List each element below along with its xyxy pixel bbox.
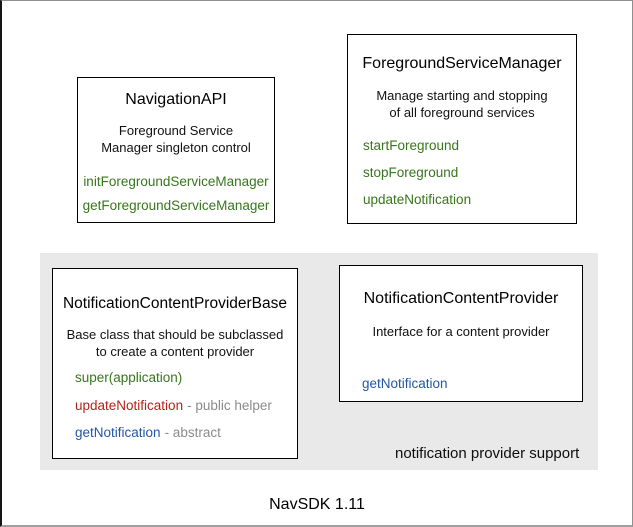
description-line: Interface for a content provider — [372, 324, 550, 339]
class-box-notificationcontentprovider: NotificationContentProvider Interface fo… — [339, 265, 583, 402]
class-description: Foreground Service Manager singleton con… — [78, 122, 274, 156]
class-box-foregroundservicemanager: ForegroundServiceManager Manage starting… — [347, 34, 577, 224]
method-annotation: - public helper — [187, 397, 272, 413]
class-box-navigationapi: NavigationAPI Foreground Service Manager… — [77, 77, 275, 223]
method-name: startForeground — [363, 138, 460, 153]
method-annotation: - abstract — [164, 425, 221, 440]
class-description: Interface for a content provider — [340, 323, 582, 340]
method-updatenotification: updateNotification — [363, 193, 576, 207]
method-name: initForegroundServiceManager — [83, 174, 269, 189]
method-super-application: super(application) — [75, 371, 297, 385]
method-getnotification: getNotification- abstract — [75, 426, 297, 440]
method-name: updateNotification — [363, 192, 472, 207]
description-line: Base class that should be subclassed — [66, 327, 284, 342]
class-description: Base class that should be subclassed to … — [53, 326, 297, 360]
method-stopforeground: stopForeground — [363, 166, 576, 180]
method-name: updateNotification — [75, 397, 184, 413]
method-list: super(application) updateNotification- p… — [53, 371, 297, 440]
description-line: Manage starting and stopping — [376, 88, 548, 103]
diagram-caption: NavSDK 1.11 — [269, 496, 365, 513]
method-list: initForegroundServiceManager getForegrou… — [78, 175, 274, 213]
method-name: getNotification — [75, 425, 161, 440]
method-list: getNotification — [340, 377, 582, 391]
method-name: super(application) — [75, 370, 183, 385]
method-startforeground: startForeground — [363, 139, 576, 153]
class-box-notificationcontentproviderbase: NotificationContentProviderBase Base cla… — [52, 268, 298, 459]
class-title-foregroundservicemanager: ForegroundServiceManager — [362, 55, 562, 72]
method-list: startForeground stopForeground updateNot… — [348, 139, 576, 207]
class-title-notificationcontentproviderbase: NotificationContentProviderBase — [62, 295, 287, 312]
method-name: stopForeground — [363, 165, 459, 180]
method-name: getNotification — [362, 376, 448, 391]
method-updatenotification: updateNotification- public helper — [75, 397, 297, 413]
method-name: getForegroundServiceManager — [82, 198, 270, 213]
region-label: notification provider support — [395, 445, 580, 462]
class-title-navigationapi: NavigationAPI — [125, 91, 227, 108]
description-line: Foreground Service — [118, 123, 234, 138]
class-title-notificationcontentprovider: NotificationContentProvider — [363, 290, 559, 307]
description-line: to create a content provider — [95, 344, 255, 359]
class-description: Manage starting and stopping of all fore… — [348, 87, 576, 121]
description-line: of all foreground services — [389, 105, 535, 120]
description-line: Manager singleton control — [101, 140, 251, 155]
method-initforegroundservicemanager: initForegroundServiceManager — [78, 175, 274, 189]
method-getforegroundservicemanager: getForegroundServiceManager — [78, 199, 274, 213]
method-getnotification: getNotification — [362, 377, 582, 391]
